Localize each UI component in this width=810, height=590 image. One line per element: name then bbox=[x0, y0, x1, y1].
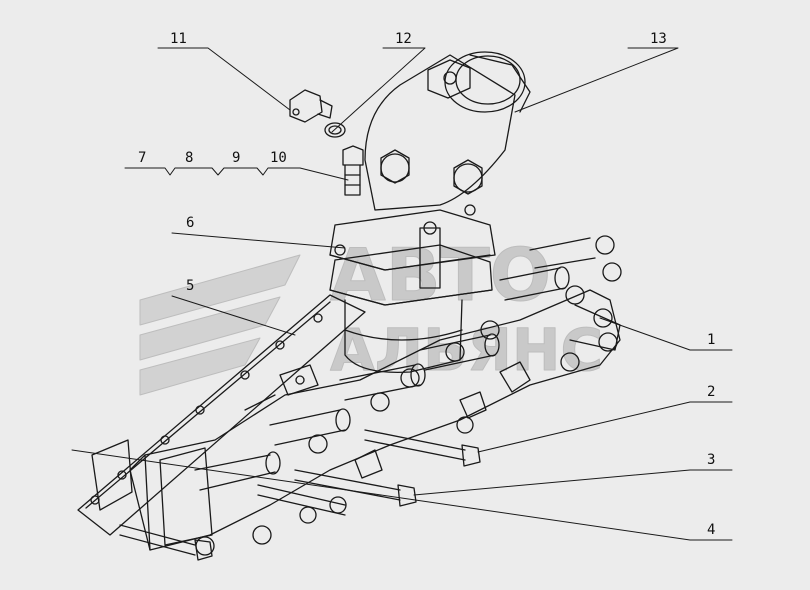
callout-4: 4 bbox=[707, 522, 715, 538]
plug-11 bbox=[289, 89, 333, 123]
studs bbox=[119, 429, 481, 561]
leader-1 bbox=[599, 317, 733, 351]
leader-4 bbox=[71, 449, 733, 541]
leader-7-10 bbox=[124, 167, 349, 181]
leader-3 bbox=[413, 469, 733, 496]
callout-labels: 11 12 13 7 8 9 10 6 5 1 2 3 4 bbox=[138, 31, 715, 538]
leader-11 bbox=[157, 47, 291, 111]
elbow-outlet bbox=[364, 51, 531, 211]
leader-12 bbox=[331, 47, 426, 133]
bolt-10 bbox=[342, 145, 364, 196]
outlet-riser bbox=[329, 204, 496, 374]
callout-3: 3 bbox=[707, 452, 715, 468]
callout-12: 12 bbox=[395, 31, 412, 47]
callout-7: 7 bbox=[138, 150, 146, 166]
leader-6 bbox=[171, 232, 346, 249]
callout-13: 13 bbox=[650, 31, 667, 47]
leader-5 bbox=[171, 295, 296, 336]
leader-13 bbox=[514, 47, 679, 113]
callout-2: 2 bbox=[707, 384, 715, 400]
callout-1: 1 bbox=[707, 332, 715, 348]
callout-5: 5 bbox=[186, 278, 194, 294]
callout-6: 6 bbox=[186, 215, 194, 231]
gasket bbox=[77, 294, 366, 536]
callout-10: 10 bbox=[270, 150, 287, 166]
leader-lines bbox=[71, 47, 733, 541]
flange-bolts bbox=[195, 235, 622, 556]
callout-11: 11 bbox=[170, 31, 187, 47]
callout-8: 8 bbox=[185, 150, 193, 166]
watermark-logo bbox=[139, 254, 301, 396]
callout-9: 9 bbox=[232, 150, 240, 166]
washer-12 bbox=[324, 122, 346, 138]
leader-2 bbox=[477, 401, 733, 453]
